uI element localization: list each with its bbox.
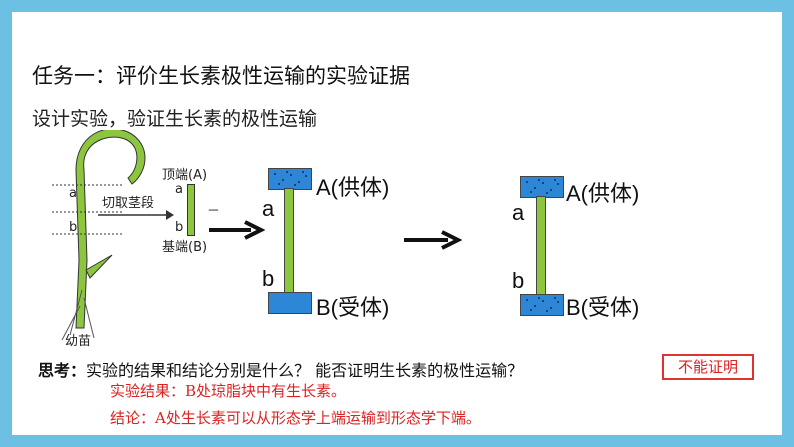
seedling-label-b: b: [69, 220, 78, 235]
think-text: 实验的结果和结论分别是什么？ 能否证明生长素的极性运输？: [86, 361, 524, 380]
donor-label-1: A(供体): [316, 175, 390, 200]
task-title: 任务一：评价生长素极性运输的实验证据: [32, 64, 410, 88]
setup1-label-b: b: [262, 266, 275, 291]
subtitle: 设计实验，验证生长素的极性运输: [32, 108, 318, 130]
stem-segment-1: [284, 188, 294, 294]
cut-arrow: [98, 210, 174, 220]
segment-label-a: a: [175, 182, 183, 197]
think-question: 思考：实验的结果和结论分别是什么？ 能否证明生长素的极性运输？: [38, 357, 523, 381]
setup1-label-a: a: [262, 196, 275, 221]
donor-block-2: [520, 176, 564, 198]
think-prefix: 思考：: [38, 361, 87, 380]
result-text: 实验结果：B处琼脂块中有生长素。: [110, 382, 347, 400]
stem-segment-2: [536, 196, 546, 296]
receiver-block-1: [268, 292, 312, 314]
setup2-label-b: b: [512, 268, 525, 293]
answer-box: 不能证明: [662, 354, 754, 380]
segment-label-b: b: [175, 220, 184, 235]
receiver-label-1: B(受体): [316, 295, 390, 320]
seedling-drawing: [52, 130, 146, 341]
arrow-right-icon: [209, 220, 265, 240]
donor-label-2: A(供体): [566, 181, 640, 206]
segment-bottom-label: 基端(B): [162, 240, 208, 255]
stem-segment: [187, 184, 195, 236]
segment-top-label: 顶端(A): [162, 168, 208, 183]
setup2-label-a: a: [512, 200, 525, 225]
slide: 任务一：评价生长素极性运输的实验证据 设计实验，验证生长素的极性运输 a b 幼…: [12, 12, 782, 435]
conclusion-text: 结论：A处生长素可以从形态学上端运输到形态学下端。: [110, 409, 481, 427]
receiver-block-2: [520, 294, 564, 316]
seedling-caption: 幼苗: [65, 334, 92, 349]
receiver-label-2: B(受体): [566, 295, 640, 320]
arrow-right-icon: [404, 230, 462, 250]
segment-mark: －: [207, 204, 221, 219]
seedling-label-a: a: [69, 186, 77, 201]
donor-block-1: [268, 168, 312, 190]
cut-label: 切取茎段: [102, 196, 155, 211]
